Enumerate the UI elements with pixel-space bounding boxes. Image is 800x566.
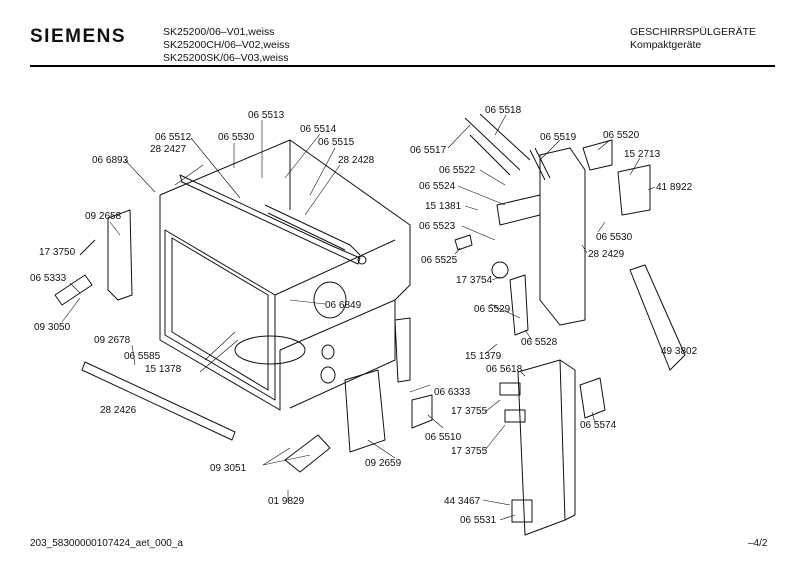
part-label: 09 2659 <box>365 458 402 469</box>
part-label: 06 5514 <box>300 124 337 135</box>
part-label: 01 9829 <box>268 496 305 507</box>
part-label: 06 5528 <box>521 337 558 348</box>
part-label: 15 2713 <box>624 149 661 160</box>
part-label: 06 5513 <box>248 110 285 121</box>
part-label: 44 3467 <box>444 496 481 507</box>
part-label: 06 5529 <box>474 304 511 315</box>
part-label: 17 3754 <box>456 275 493 286</box>
model-line-3: SK25200SK/06–V03,weiss <box>163 52 289 64</box>
part-label: 49 3802 <box>661 346 698 357</box>
header-rule <box>30 65 775 67</box>
part-label: 15 1379 <box>465 351 502 362</box>
part-label: 06 5510 <box>425 432 462 443</box>
model-line-1: SK25200/06–V01,weiss <box>163 26 275 38</box>
part-label: 06 5520 <box>603 130 640 141</box>
part-label: 06 5523 <box>419 221 456 232</box>
category-title: GESCHIRRSPÜLGERÄTE <box>630 26 757 38</box>
part-label: 17 3755 <box>451 406 488 417</box>
part-label: 06 5525 <box>421 255 458 266</box>
part-label: 09 3050 <box>34 322 71 333</box>
part-label: 41 8922 <box>656 182 693 193</box>
part-label: 06 5574 <box>580 420 617 431</box>
leader-lines <box>61 114 656 521</box>
brand-logo: SIEMENS <box>30 26 127 47</box>
part-label: 28 2428 <box>338 155 375 166</box>
part-label: 28 2427 <box>150 144 187 155</box>
part-label: 06 5517 <box>410 145 447 156</box>
part-label: 17 3755 <box>451 446 488 457</box>
part-label: 06 5530 <box>218 132 255 143</box>
drawing-lines <box>54 113 686 536</box>
category-subtitle: Kompaktgeräte <box>630 39 702 51</box>
part-label: 06 5333 <box>30 273 67 284</box>
part-label: 06 5518 <box>485 105 522 116</box>
part-label: 06 5512 <box>155 132 192 143</box>
part-label: 15 1381 <box>425 201 462 212</box>
part-label: 06 5515 <box>318 137 355 148</box>
part-label: 17 3750 <box>39 247 76 258</box>
part-label: 06 5585 <box>124 351 161 362</box>
part-label: 28 2429 <box>588 249 625 260</box>
part-label: 06 6849 <box>325 300 362 311</box>
part-label: 06 5618 <box>486 364 523 375</box>
part-label: 09 3051 <box>210 463 247 474</box>
part-label: 06 6333 <box>434 387 471 398</box>
part-label: 09 2678 <box>94 335 131 346</box>
model-line-2: SK25200CH/06–V02,weiss <box>163 39 290 51</box>
part-label: 06 5522 <box>439 165 476 176</box>
part-label: 15 1378 <box>145 364 182 375</box>
part-label: 06 6893 <box>92 155 129 166</box>
page-number: –4/2 <box>748 538 768 549</box>
part-number-labels: 06 5513 06 5512 06 5530 06 5514 28 2427 … <box>30 105 698 526</box>
part-label: 06 5519 <box>540 132 577 143</box>
document-id: 203_58300000107424_aet_000_a <box>30 538 183 549</box>
part-label: 06 5524 <box>419 181 456 192</box>
part-label: 06 5530 <box>596 232 633 243</box>
part-label: 06 5531 <box>460 515 497 526</box>
part-label: 09 2658 <box>85 211 122 222</box>
part-label: 28 2426 <box>100 405 137 416</box>
